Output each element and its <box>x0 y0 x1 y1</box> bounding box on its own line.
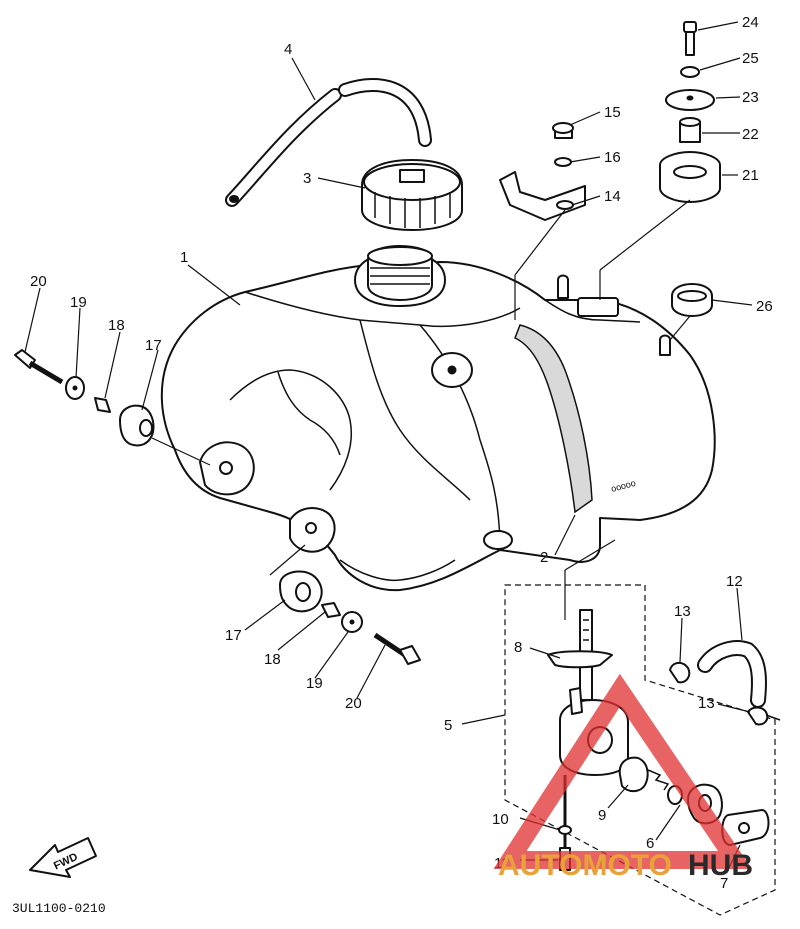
callout-12: 12 <box>726 573 743 590</box>
watermark-logo: AUTOMOTO HUB <box>493 673 753 882</box>
lower-mount-hardware <box>279 570 421 665</box>
callout-20-lower: 20 <box>345 695 362 712</box>
fuel-cap <box>361 159 463 231</box>
upper-bracket-assembly <box>499 122 586 221</box>
callout-18-lower: 18 <box>264 651 281 668</box>
callout-1: 1 <box>180 249 188 266</box>
callout-17-lower: 17 <box>225 627 242 644</box>
callout-9: 9 <box>598 807 606 824</box>
callout-19-lower: 19 <box>306 675 323 692</box>
callout-23: 23 <box>742 89 759 106</box>
callout-4: 4 <box>284 41 292 58</box>
callout-13-upper: 13 <box>674 603 691 620</box>
diagram-part-code: 3UL1100-0210 <box>12 901 106 916</box>
callout-6: 6 <box>646 835 654 852</box>
callout-24: 24 <box>742 14 759 31</box>
fuel-tank: ooooo <box>160 245 716 592</box>
callout-7: 7 <box>720 875 728 892</box>
callout-17-upper: 17 <box>145 337 162 354</box>
callout-26: 26 <box>756 298 773 315</box>
callout-5: 5 <box>444 717 452 734</box>
left-mount-hardware <box>14 349 155 447</box>
watermark-text-b: HUB <box>688 849 753 882</box>
fuel-hose-assembly <box>669 640 781 726</box>
callout-21: 21 <box>742 167 759 184</box>
rear-mount-stack <box>659 21 721 317</box>
callout-25: 25 <box>742 50 759 67</box>
callout-8: 8 <box>514 639 522 656</box>
callout-18-upper: 18 <box>108 317 125 334</box>
callout-13-lower: 13 <box>698 695 715 712</box>
callout-19-upper: 19 <box>70 294 87 311</box>
callout-20-upper: 20 <box>30 273 47 290</box>
callout-2: 2 <box>540 549 548 566</box>
watermark-text-a: AUTOMOTO <box>498 849 672 882</box>
callout-16: 16 <box>604 149 621 166</box>
callout-3: 3 <box>303 170 311 187</box>
callout-15: 15 <box>604 104 621 121</box>
callout-22: 22 <box>742 126 759 143</box>
watermark-triangle-icon <box>493 673 752 869</box>
breather-hose <box>225 78 432 207</box>
callout-14: 14 <box>604 188 621 205</box>
fwd-arrow: FWD <box>29 837 97 878</box>
callout-10: 10 <box>492 811 509 828</box>
